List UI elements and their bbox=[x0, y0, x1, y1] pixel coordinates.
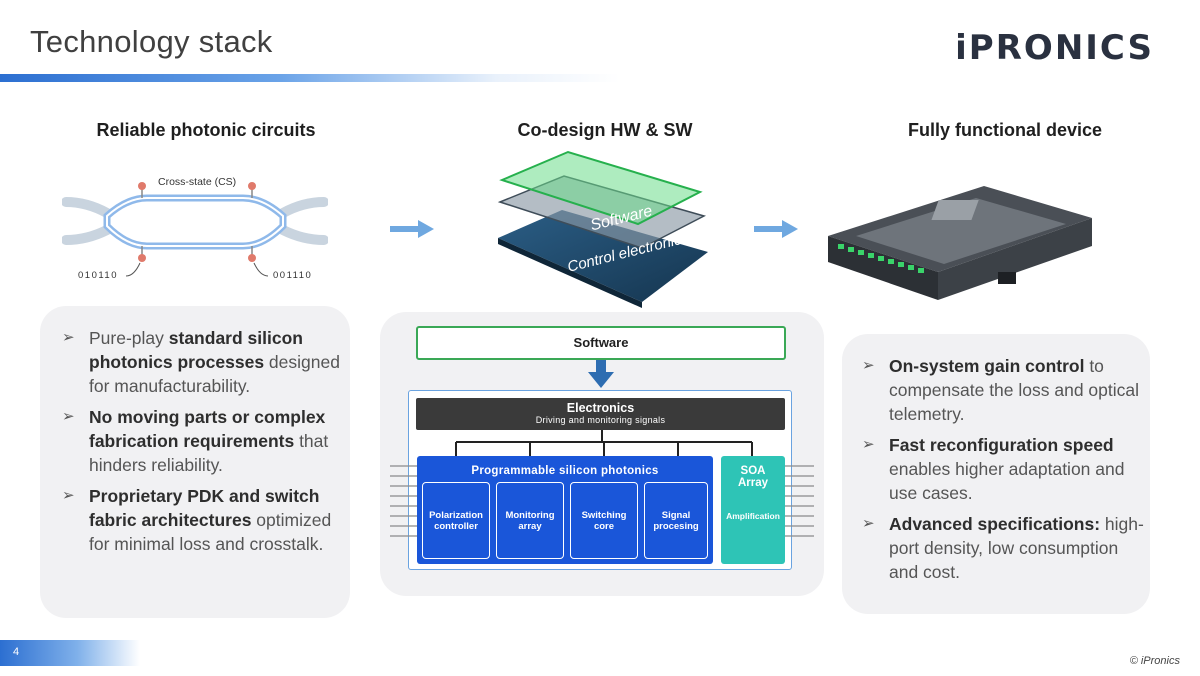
footer-accent-bar bbox=[0, 640, 140, 666]
output-ports-lines bbox=[784, 465, 814, 537]
arrow-bullet-icon: ➢ bbox=[62, 329, 75, 346]
soa-title: SOA Array bbox=[737, 465, 769, 489]
photonics-layer: Programmable silicon photonics bbox=[417, 456, 713, 564]
signal-processing-block: Signal procesing bbox=[644, 482, 708, 559]
output-bits-label: 001110 bbox=[273, 270, 313, 281]
column-title-circuits: Reliable photonic circuits bbox=[96, 120, 316, 140]
copyright-notice: © iPronics bbox=[1129, 655, 1180, 667]
switching-core-block: Switching core bbox=[570, 482, 638, 559]
polarization-controller-block: Polarization controller bbox=[422, 482, 490, 559]
device-features-bullets: ➢On-system gain control to compensate th… bbox=[862, 354, 1144, 591]
soa-array-layer: SOA Array Amplification bbox=[721, 456, 785, 564]
arrow-bullet-icon: ➢ bbox=[62, 487, 75, 504]
down-arrow-icon bbox=[588, 360, 614, 388]
list-item: ➢Advanced specifications: high-port dens… bbox=[862, 514, 1144, 582]
arrow-bullet-icon: ➢ bbox=[862, 436, 875, 453]
company-logo: iPRONICS bbox=[955, 28, 1154, 68]
cross-state-label: Cross-state (CS) bbox=[158, 176, 237, 188]
reliability-bullets: ➢Pure-play standard silicon photonics pr… bbox=[62, 326, 350, 563]
input-bits-label: 010110 bbox=[78, 270, 118, 281]
monitoring-array-block: Monitoring array bbox=[496, 482, 564, 559]
soa-subtitle: Amplification bbox=[726, 511, 780, 521]
flow-arrow-icon bbox=[754, 220, 798, 238]
arrow-bullet-icon: ➢ bbox=[862, 515, 875, 532]
photonics-title: Programmable silicon photonics bbox=[471, 465, 659, 477]
flow-arrow-icon bbox=[390, 220, 434, 238]
server-device-illustration bbox=[828, 186, 1092, 300]
photonic-circuit-illustration bbox=[62, 182, 328, 277]
slide-title: Technology stack bbox=[30, 24, 273, 59]
arrow-bullet-icon: ➢ bbox=[862, 357, 875, 374]
electronics-layer: Electronics Driving and monitoring signa… bbox=[416, 398, 785, 430]
header-accent-line bbox=[0, 74, 620, 82]
list-item: ➢On-system gain control to compensate th… bbox=[862, 356, 1140, 424]
hw-sw-stack-illustration bbox=[497, 150, 708, 308]
input-ports-lines bbox=[390, 465, 420, 537]
electronics-subtitle: Driving and monitoring signals bbox=[535, 415, 666, 425]
software-layer: Software bbox=[416, 326, 786, 360]
list-item: ➢Proprietary PDK and switch fabric archi… bbox=[62, 486, 332, 554]
column-title-codesign: Co-design HW & SW bbox=[517, 120, 693, 140]
list-item: ➢No moving parts or complex fabrication … bbox=[62, 407, 329, 475]
column-title-device: Fully functional device bbox=[907, 120, 1103, 140]
device-features-card bbox=[842, 334, 1150, 614]
electronics-title: Electronics bbox=[566, 401, 635, 415]
list-item: ➢Fast reconfiguration speed enables high… bbox=[862, 435, 1125, 503]
page-number: 4 bbox=[13, 646, 20, 658]
arrow-bullet-icon: ➢ bbox=[62, 408, 75, 425]
list-item: ➢Pure-play standard silicon photonics pr… bbox=[62, 328, 340, 396]
reliability-card bbox=[40, 306, 350, 618]
